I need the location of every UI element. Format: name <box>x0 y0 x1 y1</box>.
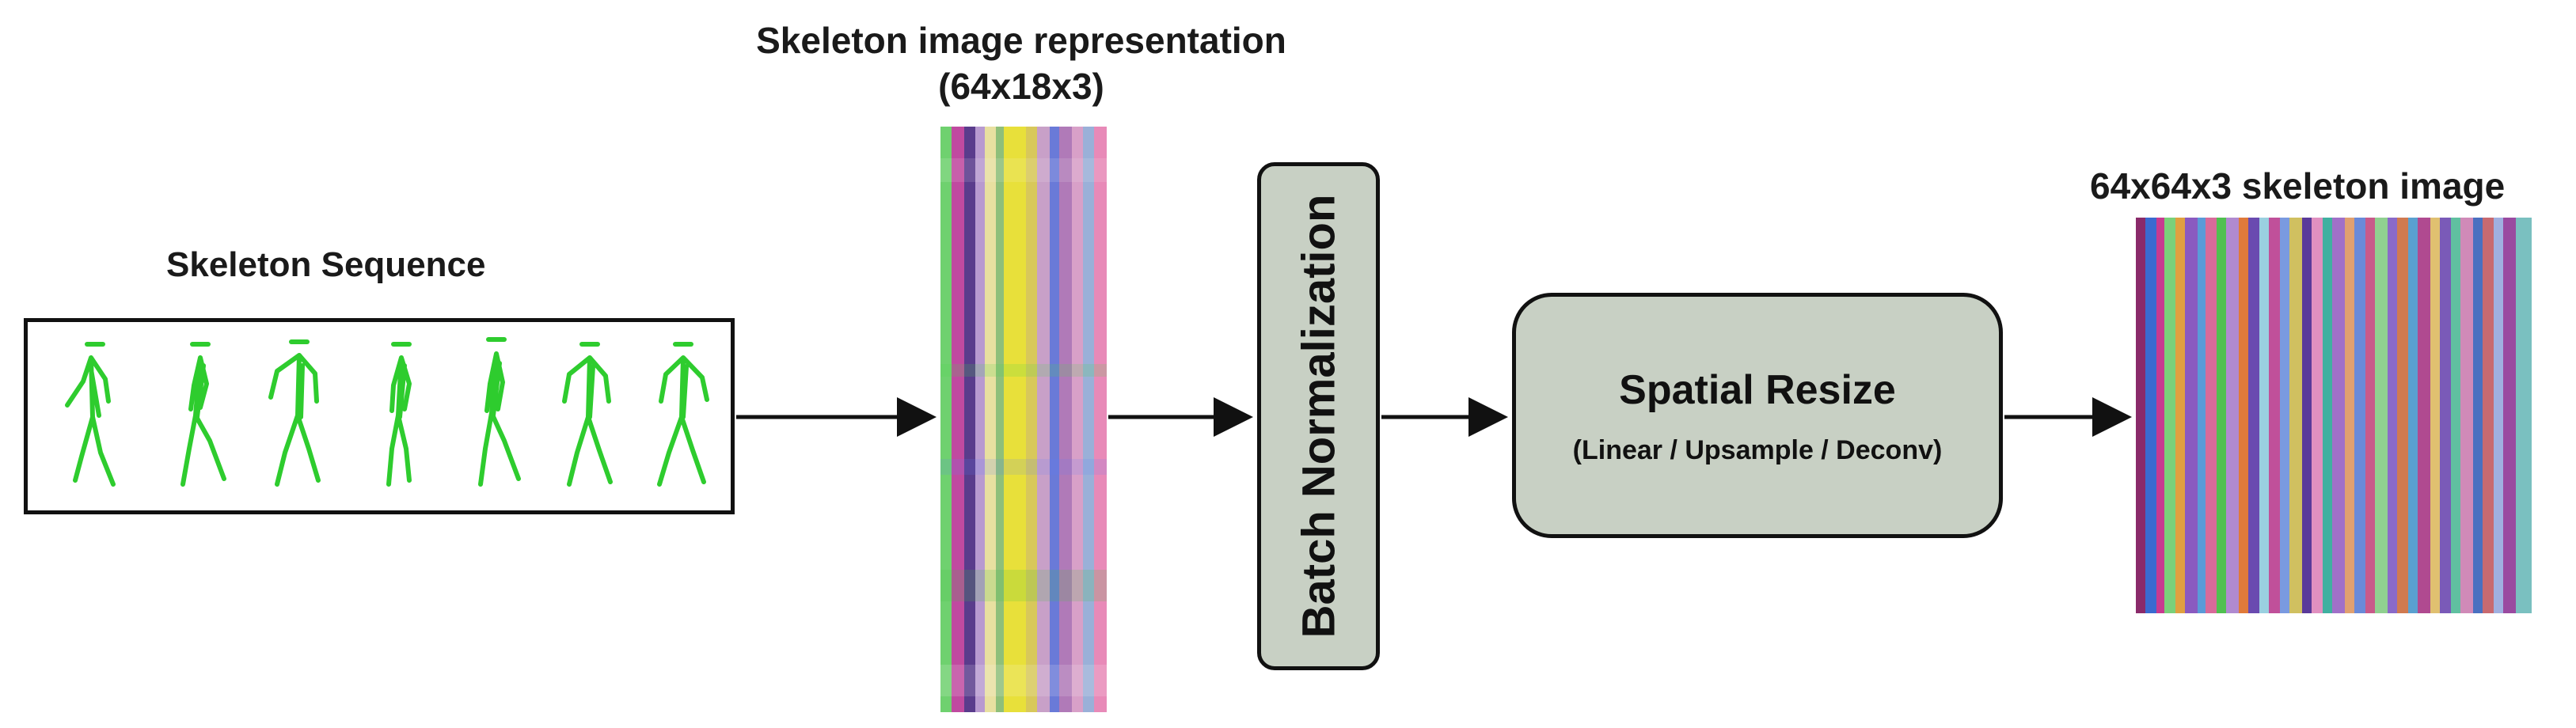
skeleton-figure-6 <box>562 342 613 487</box>
spatial-resize-subtitle: (Linear / Upsample / Deconv) <box>1572 435 1943 465</box>
representation-title-line2: (64x18x3) <box>938 66 1104 107</box>
skeleton-figure-3 <box>268 339 321 487</box>
skeleton-figure-1 <box>65 342 116 487</box>
skeleton-figure-2 <box>180 342 226 487</box>
skeleton-figure-5 <box>478 337 521 487</box>
batch-normalization-block: Batch Normalization <box>1257 162 1380 670</box>
skeleton-image-representation-title: Skeleton image representation (64x18x3) <box>712 17 1330 109</box>
skeleton-figure-4 <box>386 342 412 487</box>
skeleton-image-representation <box>940 127 1107 712</box>
output-skeleton-image <box>2136 218 2532 613</box>
spatial-resize-block: Spatial Resize (Linear / Upsample / Deco… <box>1512 293 2003 538</box>
skeleton-figure-7 <box>657 342 709 487</box>
representation-title-line1: Skeleton image representation <box>756 20 1286 61</box>
skeleton-sequence-title: Skeleton Sequence <box>166 245 486 284</box>
output-image-title: 64x64x3 skeleton image <box>2090 165 2506 207</box>
skeleton-sequence-box <box>24 318 735 514</box>
spatial-resize-title: Spatial Resize <box>1619 367 1896 413</box>
skeleton-figures <box>65 337 709 487</box>
